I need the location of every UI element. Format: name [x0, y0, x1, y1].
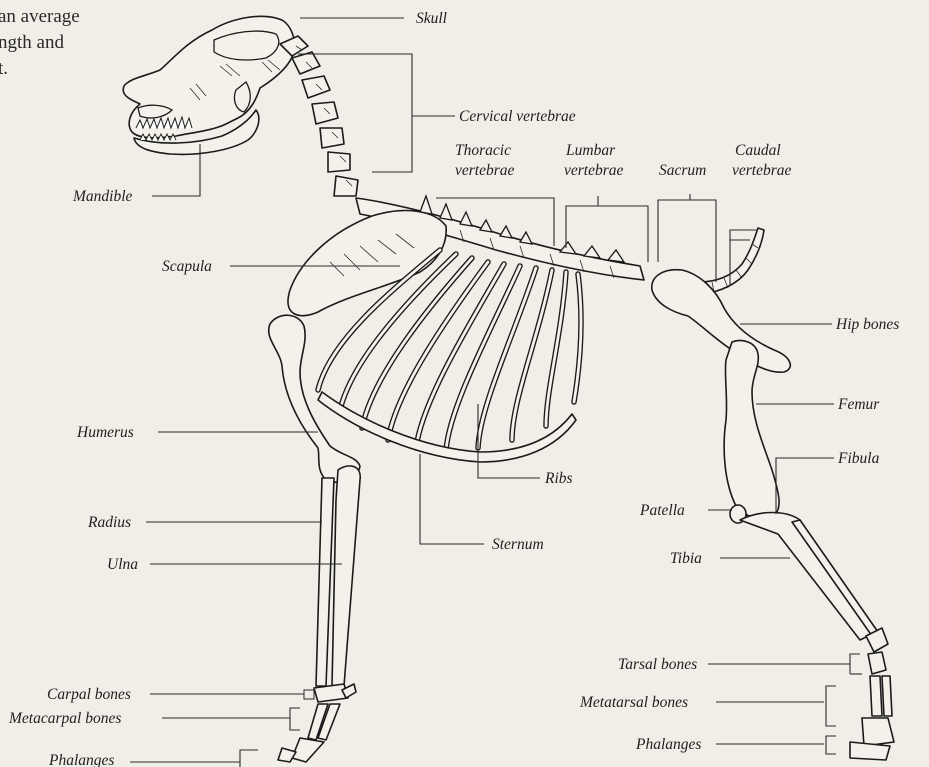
label-phalanges-front: Phalanges — [48, 752, 114, 767]
label-skull: Skull — [416, 10, 447, 27]
hind-foot-shape — [850, 628, 894, 760]
label-hip-bones: Hip bones — [835, 316, 899, 333]
label-scapula: Scapula — [162, 258, 212, 275]
cervical-vertebrae-shape — [280, 36, 358, 196]
tail-shape — [700, 228, 764, 294]
skeleton-illustration — [123, 16, 894, 762]
label-sternum: Sternum — [492, 536, 544, 553]
label-cervical-vertebrae: Cervical vertebrae — [459, 108, 576, 125]
label-patella: Patella — [639, 502, 685, 519]
ulna-shape — [332, 466, 360, 686]
label-lumbar-vertebrae-2: vertebrae — [564, 162, 624, 179]
label-radius: Radius — [87, 514, 131, 531]
label-humerus: Humerus — [76, 424, 134, 441]
label-caudal-vertebrae-2: vertebrae — [732, 162, 792, 179]
label-metacarpal-bones: Metacarpal bones — [8, 710, 121, 727]
label-fibula: Fibula — [837, 450, 880, 467]
label-phalanges-hind: Phalanges — [635, 736, 701, 753]
radius-shape — [316, 478, 334, 686]
label-ulna: Ulna — [107, 556, 138, 573]
label-caudal-vertebrae-1: Caudal — [735, 142, 781, 159]
sternum-shape — [318, 392, 576, 462]
label-thoracic-vertebrae-1: Thoracic — [455, 142, 511, 159]
label-tarsal-bones: Tarsal bones — [618, 656, 697, 673]
label-femur: Femur — [837, 396, 880, 413]
label-metatarsal-bones: Metatarsal bones — [579, 694, 688, 711]
label-lumbar-vertebrae-1: Lumbar — [565, 142, 616, 159]
label-ribs: Ribs — [544, 470, 573, 487]
label-thoracic-vertebrae-2: vertebrae — [455, 162, 515, 179]
fibula-shape — [792, 520, 878, 636]
label-mandible: Mandible — [72, 188, 133, 205]
label-carpal-bones: Carpal bones — [47, 686, 131, 703]
label-sacrum: Sacrum — [659, 162, 706, 179]
label-tibia: Tibia — [670, 550, 702, 567]
